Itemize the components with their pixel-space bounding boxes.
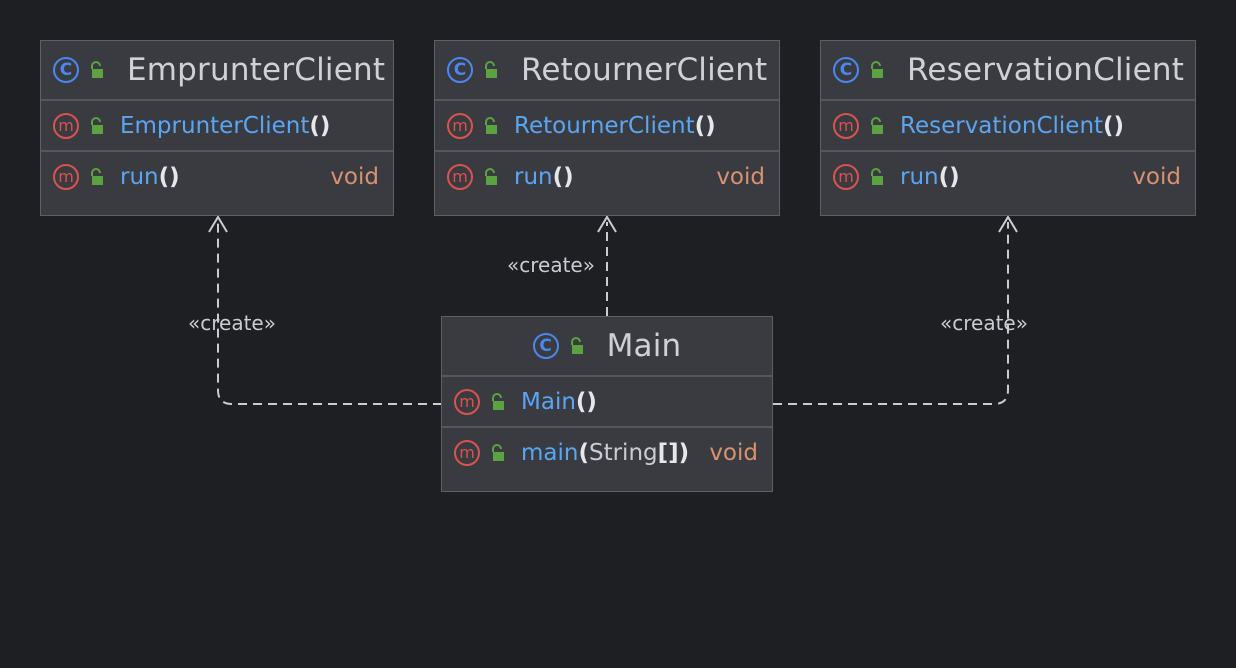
method-row[interactable]: m run() void — [435, 150, 779, 201]
method-param-open: ( — [578, 439, 589, 466]
class-name: Main — [606, 328, 682, 364]
class-icon: C — [53, 57, 79, 83]
public-lock-icon — [89, 61, 105, 79]
method-icon: m — [53, 112, 79, 139]
method-return-type: void — [330, 163, 379, 190]
class-header[interactable]: C RetournerClient — [435, 41, 779, 101]
public-lock-icon — [869, 167, 885, 186]
constructor-row[interactable]: m Main() — [442, 377, 772, 426]
arrowhead-retournerclient — [597, 215, 617, 233]
method-row[interactable]: m main(String[]) void — [442, 426, 772, 477]
public-lock-icon — [869, 61, 885, 79]
arrowhead-emprunterclient — [208, 215, 228, 233]
constructor-params: () — [575, 388, 597, 415]
method-param-type: String — [588, 439, 658, 466]
class-header[interactable]: C Main — [442, 317, 772, 377]
constructor-name: RetournerClient — [514, 112, 695, 139]
constructor-params: () — [1103, 112, 1125, 139]
class-header[interactable]: C ReservationClient — [821, 41, 1195, 101]
method-icon: m — [833, 112, 859, 139]
method-icon: m — [53, 163, 79, 190]
edge-label-emprunterclient: «create» — [188, 311, 276, 335]
public-lock-icon — [490, 443, 506, 462]
class-icon: C — [447, 57, 473, 83]
class-node-reservationclient[interactable]: C ReservationClient m ReservationClient(… — [820, 40, 1196, 216]
public-lock-icon — [89, 116, 105, 135]
constructor-row[interactable]: m RetournerClient() — [435, 101, 779, 150]
class-name: ReservationClient — [907, 52, 1185, 88]
class-node-emprunterclient[interactable]: C EmprunterClient m EmprunterClient() m … — [40, 40, 394, 216]
method-params: () — [552, 163, 574, 190]
method-return-type: void — [1132, 163, 1181, 190]
method-icon: m — [447, 112, 473, 139]
public-lock-icon — [869, 116, 885, 135]
public-lock-icon — [483, 61, 499, 79]
method-name: run — [514, 163, 553, 190]
class-header[interactable]: C EmprunterClient — [41, 41, 393, 101]
class-name: RetournerClient — [521, 52, 768, 88]
method-name: main — [521, 439, 579, 466]
method-params: () — [158, 163, 180, 190]
method-icon: m — [833, 163, 859, 190]
class-icon: C — [532, 333, 559, 359]
class-name: EmprunterClient — [127, 52, 386, 88]
class-node-retournerclient[interactable]: C RetournerClient m RetournerClient() m … — [434, 40, 780, 216]
public-lock-icon — [483, 116, 499, 135]
public-lock-icon — [569, 337, 585, 355]
method-icon: m — [454, 388, 480, 415]
constructor-name: EmprunterClient — [120, 112, 310, 139]
public-lock-icon — [490, 392, 506, 411]
method-return-type: void — [716, 163, 765, 190]
class-node-main[interactable]: C Main m Main() m main(String[]) void — [441, 316, 773, 492]
method-row[interactable]: m run() void — [821, 150, 1195, 201]
constructor-name: ReservationClient — [900, 112, 1104, 139]
constructor-row[interactable]: m ReservationClient() — [821, 101, 1195, 150]
arrowhead-reservationclient — [998, 215, 1018, 233]
method-return-type: void — [709, 439, 758, 466]
method-name: run — [120, 163, 159, 190]
public-lock-icon — [483, 167, 499, 186]
constructor-params: () — [309, 112, 331, 139]
method-row[interactable]: m run() void — [41, 150, 393, 201]
method-param-close: []) — [657, 439, 690, 466]
method-icon: m — [454, 439, 480, 466]
public-lock-icon — [89, 167, 105, 186]
method-icon: m — [447, 163, 473, 190]
edge-label-reservationclient: «create» — [940, 311, 1028, 335]
method-name: run — [900, 163, 939, 190]
class-icon: C — [833, 57, 859, 83]
method-params: () — [938, 163, 960, 190]
constructor-params: () — [694, 112, 716, 139]
constructor-row[interactable]: m EmprunterClient() — [41, 101, 393, 150]
constructor-name: Main — [521, 388, 576, 415]
edge-label-retournerclient: «create» — [507, 253, 595, 277]
